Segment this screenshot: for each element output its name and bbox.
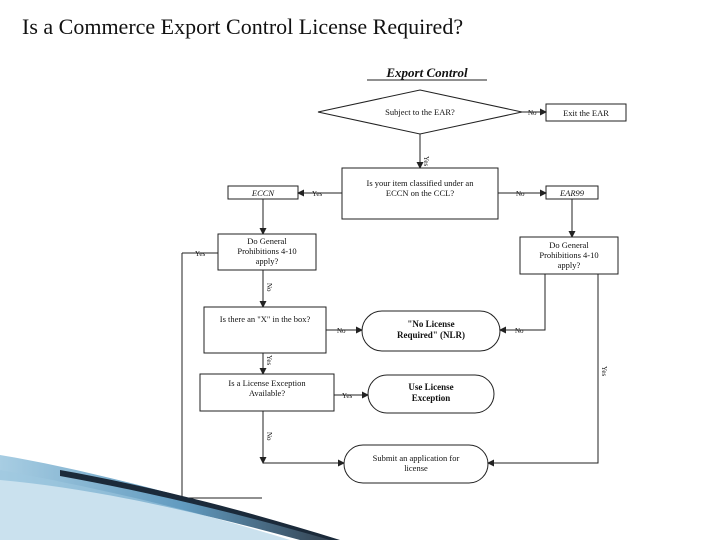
x-in-box-question	[203, 306, 327, 354]
gp-left-line-2: Prohibitions 4-10	[237, 246, 296, 256]
exception-question-box	[199, 373, 335, 412]
gp-left-line-1: Do General	[247, 236, 287, 246]
nlr-line-2: Required" (NLR)	[397, 330, 465, 340]
gp-left-line-3: apply?	[256, 256, 279, 266]
gp-right-line-3: apply?	[558, 260, 581, 270]
edge-label-no-ear99: No	[516, 190, 525, 198]
subject-to-ear-text: Subject to the EAR?	[385, 107, 455, 117]
classified-line-1: Is your item classified under an	[367, 178, 475, 188]
edge-label-no-exit: No	[528, 109, 537, 117]
exit-ear-text: Exit the EAR	[563, 108, 609, 118]
nlr-line-1: "No License	[407, 319, 454, 329]
submit-line-2: license	[404, 463, 428, 473]
use-exception-line-2: Exception	[412, 393, 451, 403]
edge-gp-right-to-submit	[487, 274, 599, 467]
gp-left-box	[217, 233, 317, 271]
classified-line-2: ECCN on the CCL?	[386, 188, 454, 198]
slide-title: Is a Commerce Export Control License Req…	[22, 14, 464, 39]
flowchart-heading: Export Control	[385, 65, 468, 80]
classified-question-box	[341, 167, 499, 220]
gp-right-line-1: Do General	[549, 240, 589, 250]
edge-label-yes-eccn: Yes	[312, 190, 322, 198]
edge-label-no-xbox: No	[337, 327, 346, 335]
edge-label-no-gp-right: No	[515, 327, 524, 335]
ear99-text: EAR99	[559, 188, 585, 198]
edge-label-no-exception: No	[265, 432, 273, 441]
edge-label-no-gp-left: No	[265, 283, 273, 292]
exception-line-2: Available?	[249, 388, 285, 398]
use-exception-terminal	[367, 374, 495, 414]
gp-right-line-2: Prohibitions 4-10	[539, 250, 598, 260]
edge-label-yes-classified: Yes	[422, 156, 430, 166]
edge-label-yes-gp-right: Yes	[600, 366, 608, 376]
use-exception-line-1: Use License	[408, 382, 453, 392]
decorative-swoosh	[0, 455, 340, 540]
x-in-box-text: Is there an "X" in the box?	[220, 314, 311, 324]
edge-label-yes-gp-left: Yes	[195, 250, 205, 258]
exception-line-1: Is a License Exception	[228, 378, 306, 388]
submit-line-1: Submit an application for	[373, 453, 460, 463]
gp-right-box	[519, 236, 619, 275]
edge-label-yes-exception: Yes	[342, 392, 352, 400]
edge-gp-right-to-nlr	[499, 274, 546, 334]
eccn-text: ECCN	[251, 188, 276, 198]
edge-label-yes-xbox: Yes	[265, 355, 273, 365]
